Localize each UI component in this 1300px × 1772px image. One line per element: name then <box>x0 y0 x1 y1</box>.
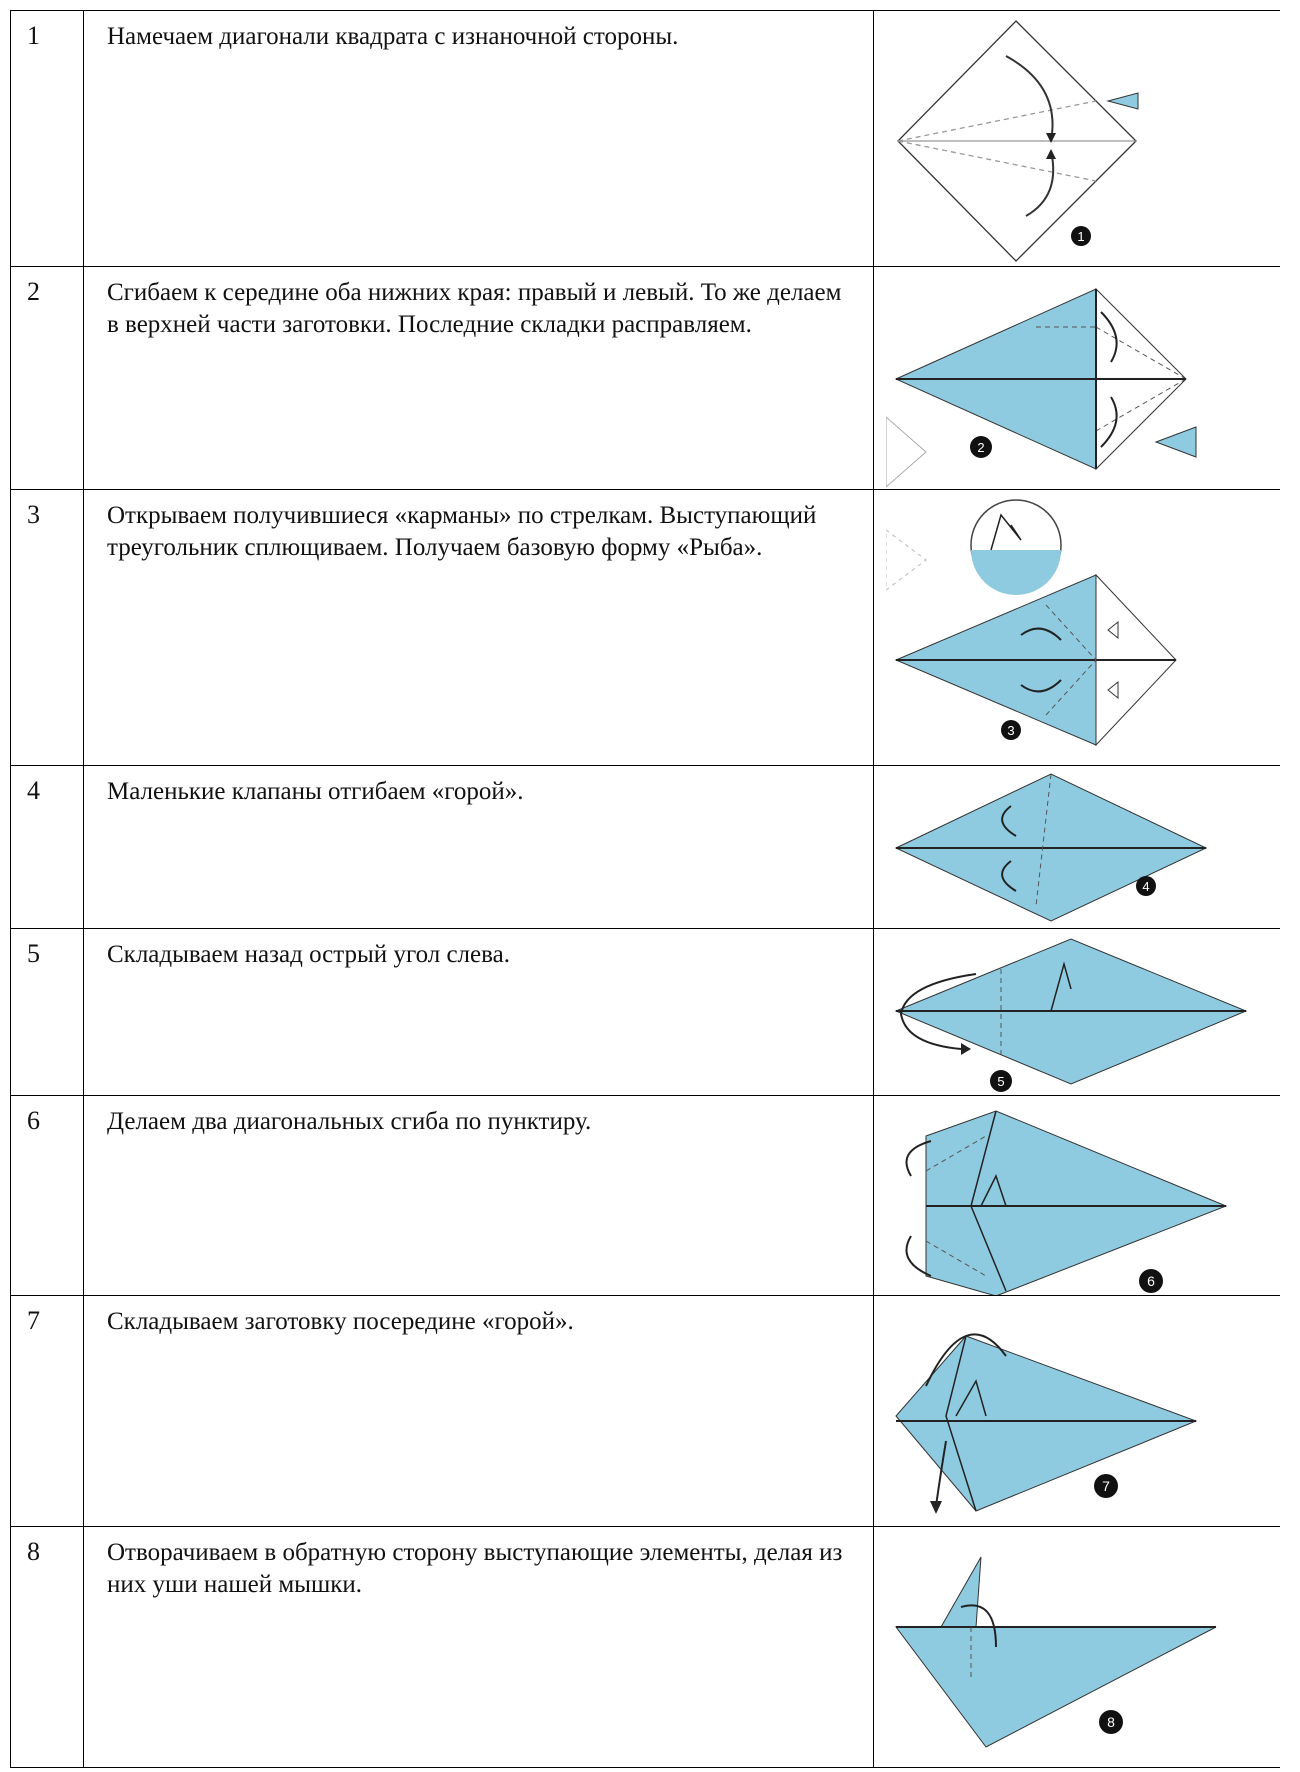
step-number: 5 <box>27 939 40 968</box>
step-text: Открываем получившиеся «карманы» по стре… <box>107 502 817 561</box>
step-number-cell: 6 <box>10 1096 84 1296</box>
table-row: 7 Складываем заготовку посередине «горой… <box>10 1295 1280 1527</box>
table-row: 5 Складываем назад острый угол слева. 5 <box>10 928 1280 1096</box>
step-text-cell: Маленькие клапаны отгибаем «горой». <box>83 766 874 929</box>
step-text: Маленькие клапаны отгибаем «горой». <box>107 778 524 805</box>
step-figure: 2 <box>886 267 1280 490</box>
step-number: 3 <box>27 500 40 529</box>
table-row: 8 Отворачиваем в обратную сторону выступ… <box>10 1526 1280 1768</box>
step-text-cell: Сгибаем к середине оба нижних края: прав… <box>83 267 874 490</box>
step-number: 6 <box>27 1106 40 1135</box>
step-text-cell: Отворачиваем в обратную сторону выступаю… <box>83 1527 874 1767</box>
step-text-cell: Открываем получившиеся «карманы» по стре… <box>83 490 874 766</box>
table-row: 3 Открываем получившиеся «карманы» по ст… <box>10 489 1280 766</box>
step-number-cell: 2 <box>10 267 84 490</box>
table-row: 6 Делаем два диагональных сгиба по пункт… <box>10 1095 1280 1296</box>
step-number-cell: 8 <box>10 1527 84 1767</box>
table-row: 2 Сгибаем к середине оба нижних края: пр… <box>10 266 1280 490</box>
step-number: 4 <box>27 776 40 805</box>
step-number: 7 <box>27 1306 40 1335</box>
step-figure: 7 <box>886 1296 1280 1527</box>
figure-badge: 4 <box>1142 879 1149 894</box>
figure-badge: 6 <box>1147 1273 1155 1289</box>
figure-badge: 1 <box>1077 229 1084 244</box>
figure-badge: 7 <box>1102 1478 1110 1494</box>
step-number: 8 <box>27 1537 40 1566</box>
step-number-cell: 7 <box>10 1296 84 1527</box>
step-number-cell: 1 <box>10 11 84 267</box>
step-figure: 1 <box>886 11 1280 267</box>
step-number-cell: 5 <box>10 929 84 1096</box>
step-text: Сгибаем к середине оба нижних края: прав… <box>107 279 842 338</box>
step-figure: 6 <box>886 1096 1280 1296</box>
step-text: Отворачиваем в обратную сторону выступаю… <box>107 1539 843 1598</box>
step-text: Складываем заготовку посередине «горой». <box>107 1308 574 1335</box>
figure-badge: 3 <box>1007 723 1014 738</box>
step-text-cell: Складываем заготовку посередине «горой». <box>83 1296 874 1527</box>
step-number-cell: 4 <box>10 766 84 929</box>
figure-badge: 5 <box>997 1074 1004 1089</box>
step-text: Складываем назад острый угол слева. <box>107 941 510 968</box>
step-figure: 8 <box>886 1527 1280 1767</box>
step-text-cell: Складываем назад острый угол слева. <box>83 929 874 1096</box>
step-number: 2 <box>27 277 40 306</box>
step-number-cell: 3 <box>10 490 84 766</box>
figure-badge: 2 <box>977 440 984 455</box>
step-text: Намечаем диагонали квадрата с изнаночной… <box>107 23 679 50</box>
step-number: 1 <box>27 21 40 50</box>
table-row: 4 Маленькие клапаны отгибаем «горой». 4 <box>10 765 1280 929</box>
step-figure: 4 <box>886 766 1280 929</box>
step-text: Делаем два диагональных сгиба по пунктир… <box>107 1108 592 1135</box>
table-row: 1 Намечаем диагонали квадрата с изнаночн… <box>10 10 1280 267</box>
step-text-cell: Намечаем диагонали квадрата с изнаночной… <box>83 11 874 267</box>
step-figure: 5 <box>886 929 1280 1096</box>
step-text-cell: Делаем два диагональных сгиба по пунктир… <box>83 1096 874 1296</box>
step-figure: 3 <box>886 490 1280 766</box>
figure-badge: 8 <box>1107 1714 1115 1730</box>
